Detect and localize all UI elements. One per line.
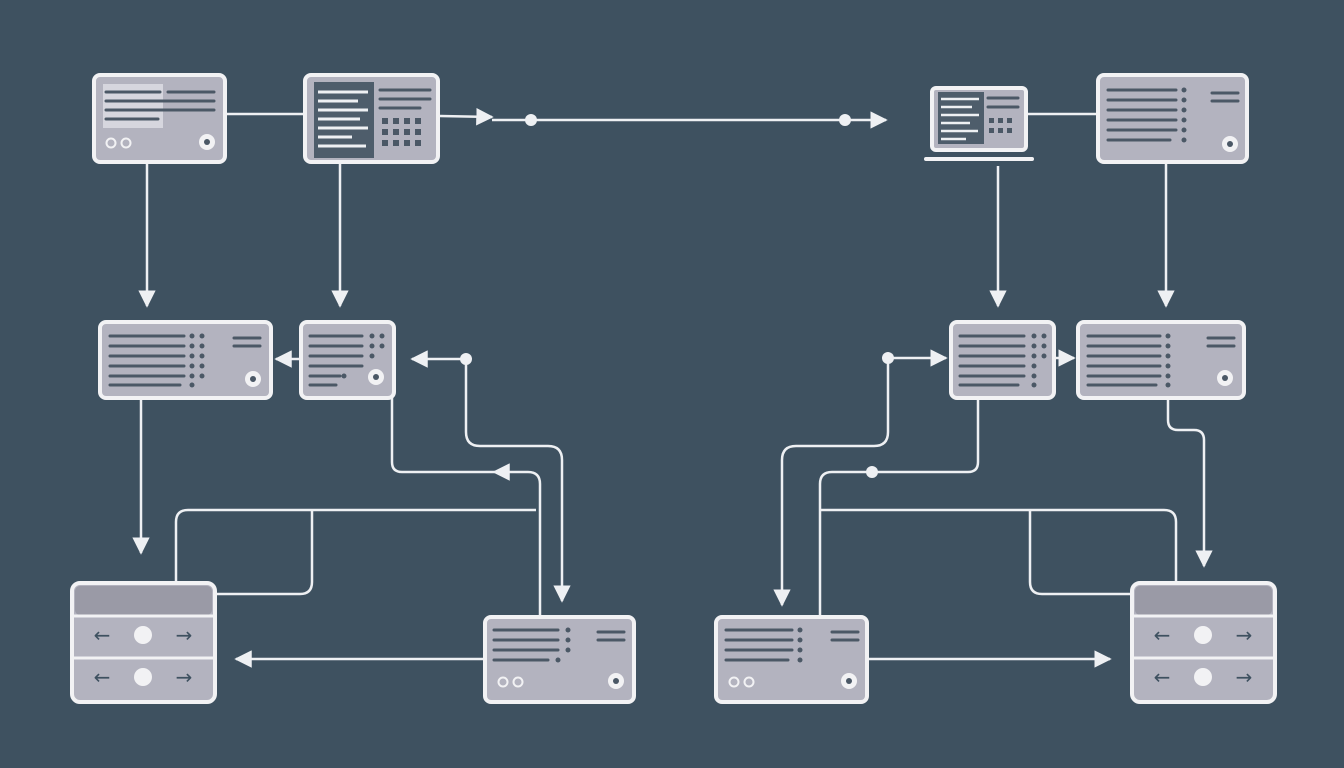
network-switch-icon: ← → ← → bbox=[1134, 586, 1273, 689]
connectors bbox=[132, 107, 1213, 668]
server-icon bbox=[958, 333, 1047, 388]
server-icon bbox=[492, 627, 626, 689]
switch-node[interactable]: ← → ← → bbox=[70, 581, 217, 704]
server-icon bbox=[308, 333, 385, 387]
junction-dot bbox=[525, 114, 537, 126]
server-node[interactable] bbox=[949, 320, 1056, 400]
switch-node[interactable]: ← → ← → bbox=[1130, 581, 1277, 704]
connector bbox=[174, 508, 536, 581]
server-icon bbox=[724, 627, 860, 689]
server-node[interactable] bbox=[1096, 73, 1249, 164]
right-arrow-icon: → bbox=[176, 665, 193, 689]
port-dot bbox=[134, 626, 152, 644]
connector bbox=[492, 463, 542, 616]
left-arrow-icon: ← bbox=[94, 623, 111, 647]
left-arrow-icon: ← bbox=[94, 665, 111, 689]
connector bbox=[439, 107, 494, 126]
server-node[interactable] bbox=[483, 615, 636, 704]
right-arrow-icon: → bbox=[176, 623, 193, 647]
server-node[interactable] bbox=[303, 73, 440, 164]
connector bbox=[1166, 400, 1213, 568]
connector bbox=[1028, 510, 1132, 596]
server-node[interactable] bbox=[1076, 320, 1246, 400]
right-arrow-icon: → bbox=[1236, 665, 1253, 689]
right-arrow-icon: → bbox=[1236, 623, 1253, 647]
port-dot bbox=[1194, 668, 1212, 686]
server-node[interactable] bbox=[92, 73, 227, 164]
laptop-node[interactable] bbox=[924, 86, 1034, 161]
server-node[interactable] bbox=[299, 320, 396, 400]
port-dot bbox=[134, 668, 152, 686]
connector bbox=[773, 358, 890, 607]
server-icon bbox=[1106, 87, 1240, 152]
connector bbox=[818, 398, 980, 617]
left-arrow-icon: ← bbox=[1154, 623, 1171, 647]
network-switch-icon: ← → ← → bbox=[74, 586, 213, 689]
laptop-icon bbox=[938, 92, 1020, 144]
connector bbox=[464, 359, 571, 603]
server-icon bbox=[108, 333, 262, 388]
server-icon bbox=[314, 82, 432, 158]
server-icon bbox=[103, 84, 216, 150]
server-icon bbox=[1086, 333, 1236, 388]
connector bbox=[820, 508, 1178, 583]
port-dot bbox=[1194, 626, 1212, 644]
left-arrow-icon: ← bbox=[1154, 665, 1171, 689]
server-node[interactable] bbox=[714, 615, 869, 704]
junction-dot bbox=[866, 466, 878, 478]
server-node[interactable] bbox=[98, 320, 273, 400]
junction-dot bbox=[839, 114, 851, 126]
connector bbox=[390, 398, 494, 474]
connector bbox=[214, 510, 314, 596]
